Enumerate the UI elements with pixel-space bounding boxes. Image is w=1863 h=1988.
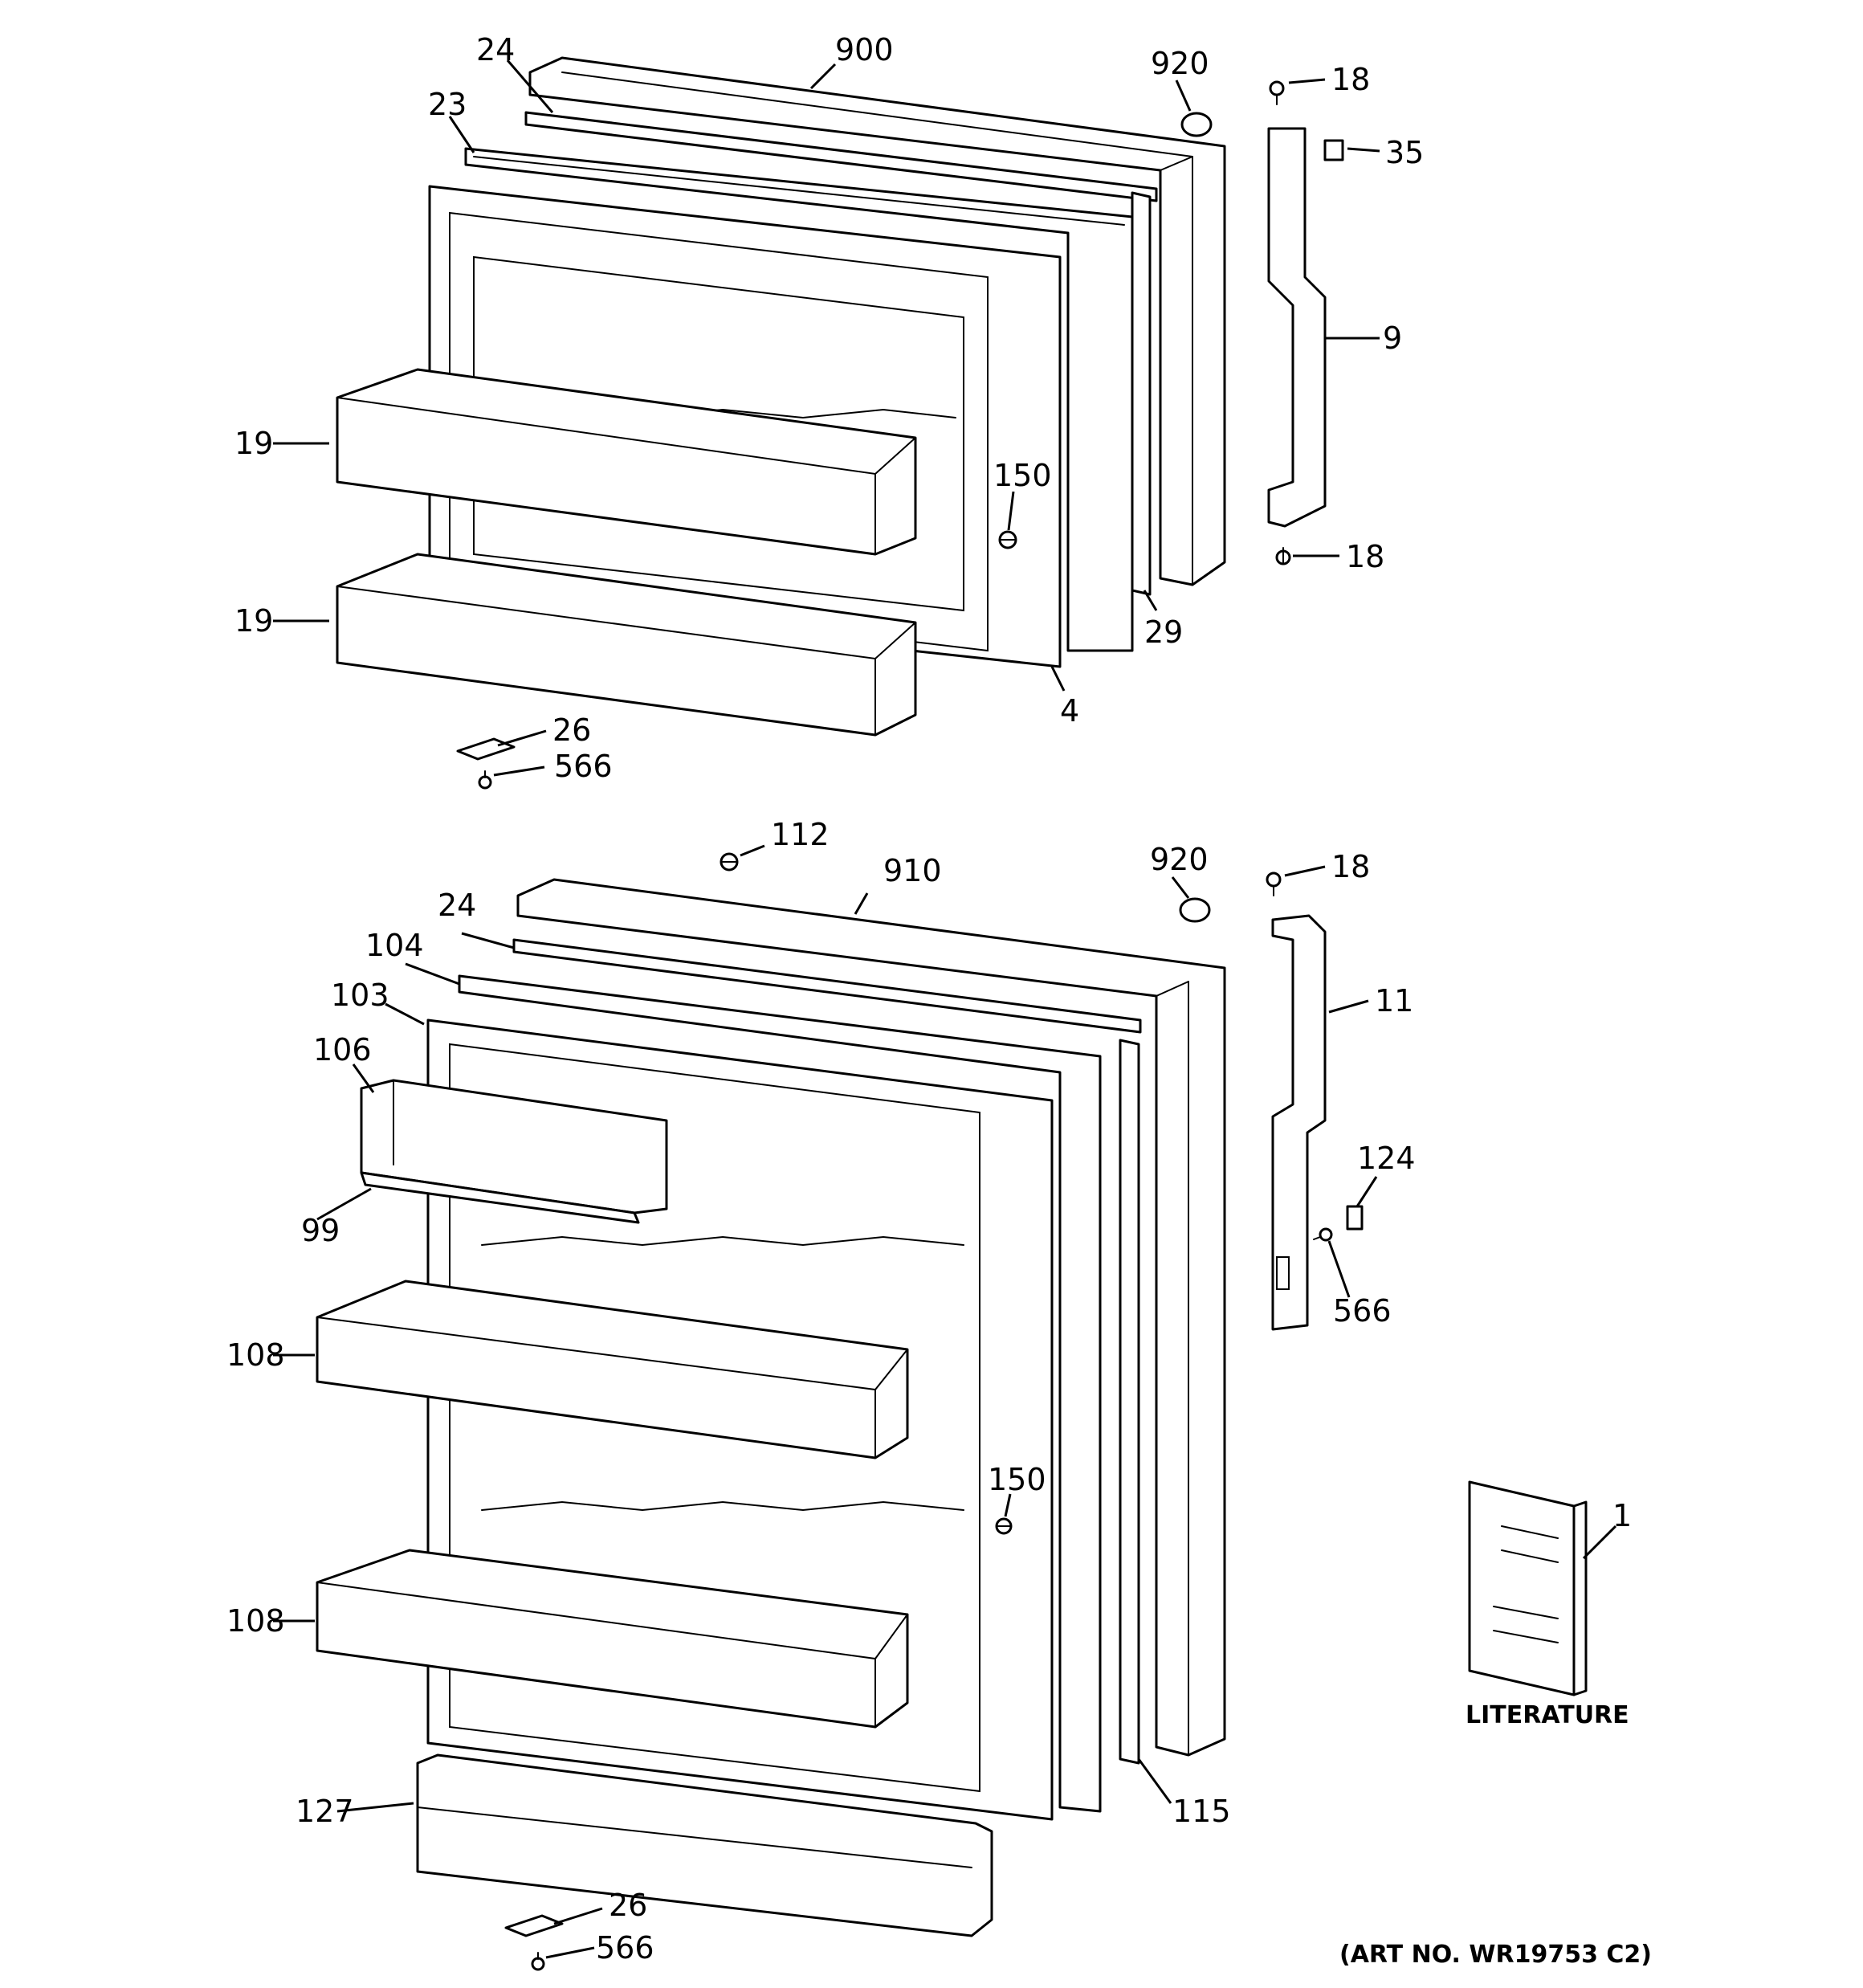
screw-566-lower xyxy=(531,1952,545,1971)
label-26-upper: 26 xyxy=(552,712,591,748)
screw-150-lower xyxy=(995,1517,1013,1535)
breaker-strip-104 xyxy=(458,974,1102,1813)
label-24-lower: 24 xyxy=(438,888,476,923)
handle-9 xyxy=(1267,127,1327,528)
label-124: 124 xyxy=(1357,1141,1416,1176)
shelf-bin-108-lower xyxy=(316,1549,909,1729)
plug-920-lower xyxy=(1179,897,1211,923)
label-4: 4 xyxy=(1060,693,1079,729)
label-103: 103 xyxy=(331,978,389,1013)
label-150-upper: 150 xyxy=(993,458,1052,493)
screw-566-upper xyxy=(478,770,492,790)
label-920-upper: 920 xyxy=(1151,46,1209,81)
label-112: 112 xyxy=(771,817,830,852)
label-1: 1 xyxy=(1612,1498,1632,1533)
label-127: 127 xyxy=(296,1794,354,1829)
freezer-door-assembly xyxy=(336,56,1344,790)
handle-11 xyxy=(1271,914,1327,1331)
gasket-24 xyxy=(524,111,1158,202)
label-9: 9 xyxy=(1383,320,1402,356)
screw-18-lower xyxy=(1266,872,1282,896)
screw-18-upper-bottom xyxy=(1275,547,1291,565)
leader-lines xyxy=(273,59,1617,1959)
dairy-bin-99 xyxy=(360,1171,640,1224)
screw-566-handle xyxy=(1313,1227,1333,1242)
label-566-lower: 566 xyxy=(596,1930,654,1966)
shelf-bin-19-lower xyxy=(336,553,917,737)
shelf-bin-108-upper xyxy=(316,1280,909,1459)
label-106: 106 xyxy=(313,1032,372,1067)
outer-door-panel-910 xyxy=(516,878,1226,1757)
label-910: 910 xyxy=(883,853,942,888)
outer-door-panel-900 xyxy=(528,56,1226,586)
label-566-handle: 566 xyxy=(1333,1293,1392,1329)
label-29: 29 xyxy=(1144,614,1183,650)
label-99: 99 xyxy=(301,1213,340,1248)
label-11: 11 xyxy=(1375,983,1413,1018)
fresh-food-door-assembly xyxy=(316,852,1364,1971)
clip-124 xyxy=(1346,1205,1364,1231)
literature-booklet xyxy=(1468,1480,1588,1696)
shelf-bin-19-upper xyxy=(336,368,917,556)
screw-18-upper-top xyxy=(1269,80,1285,105)
callout-labels: 900 24 23 920 18 35 9 19 19 150 18 29 4 … xyxy=(226,32,1632,1966)
label-19-lower: 19 xyxy=(234,603,273,639)
label-566-upper: 566 xyxy=(554,749,613,784)
label-18-lower: 18 xyxy=(1331,849,1370,884)
label-26-lower: 26 xyxy=(609,1888,647,1923)
art-number: (ART NO. WR19753 C2) xyxy=(1339,1941,1652,1969)
label-19-upper: 19 xyxy=(234,426,273,461)
bottom-bin-127 xyxy=(416,1753,993,1937)
label-35: 35 xyxy=(1385,135,1424,170)
trim-strip-29 xyxy=(1131,191,1152,596)
screw-112 xyxy=(720,852,739,872)
label-920-lower: 920 xyxy=(1150,842,1209,877)
hinge-plate-26-lower xyxy=(504,1914,564,1937)
screw-150-upper xyxy=(998,530,1017,549)
label-150-lower: 150 xyxy=(988,1462,1046,1497)
label-108-lower: 108 xyxy=(226,1603,285,1639)
label-104: 104 xyxy=(365,928,424,963)
plug-920-upper xyxy=(1180,112,1213,137)
label-108-upper: 108 xyxy=(226,1337,285,1373)
literature-label: LITERATURE xyxy=(1466,1701,1629,1729)
trim-strip-115 xyxy=(1119,1039,1140,1765)
label-23: 23 xyxy=(428,87,467,122)
label-18-upper-top: 18 xyxy=(1331,62,1370,97)
label-24-upper: 24 xyxy=(476,32,515,67)
cap-35 xyxy=(1323,139,1344,161)
label-115: 115 xyxy=(1172,1794,1231,1829)
label-18-upper-bottom: 18 xyxy=(1346,539,1384,574)
label-900: 900 xyxy=(835,32,894,67)
